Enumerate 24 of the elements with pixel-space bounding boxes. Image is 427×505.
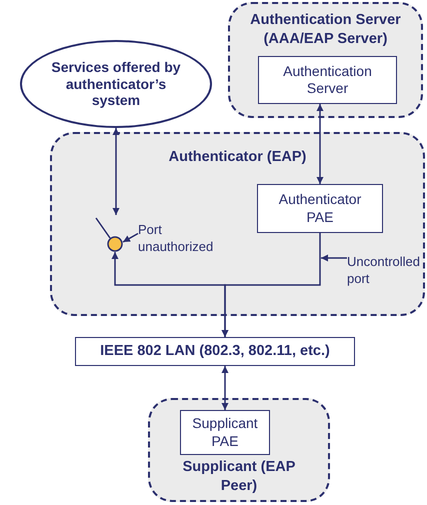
leader-line bbox=[321, 254, 347, 262]
callout-text: Port unauthorized bbox=[138, 222, 218, 262]
process-box bbox=[257, 184, 383, 233]
node-label: Supplicant PAE bbox=[191, 415, 259, 450]
dashed-group bbox=[50, 132, 425, 316]
process-box bbox=[180, 410, 270, 455]
callout-text: Uncontrolled port bbox=[347, 254, 427, 290]
group-title: Authenticator (EAP) bbox=[168, 148, 308, 167]
process-box bbox=[258, 56, 397, 104]
dashed-group bbox=[228, 2, 423, 118]
group-title: Supplicant (EAP Peer) bbox=[182, 458, 296, 496]
node-label: IEEE 802 LAN (802.3, 802.11, etc.) bbox=[100, 342, 330, 361]
leader-line bbox=[122, 232, 138, 243]
node-label: Authenticator PAE bbox=[278, 191, 362, 226]
arrow bbox=[112, 128, 120, 215]
switch-symbol bbox=[95, 215, 123, 252]
node-label: Authentication Server bbox=[282, 62, 373, 98]
dashed-group bbox=[148, 398, 330, 502]
node-label: Services offered by authenticator’s system bbox=[50, 58, 182, 110]
group-title: Authentication Server (AAA/EAP Server) bbox=[249, 11, 402, 49]
arrow bbox=[222, 366, 228, 410]
arrow bbox=[316, 104, 324, 184]
process-box bbox=[75, 337, 355, 366]
arrow bbox=[222, 233, 321, 337]
